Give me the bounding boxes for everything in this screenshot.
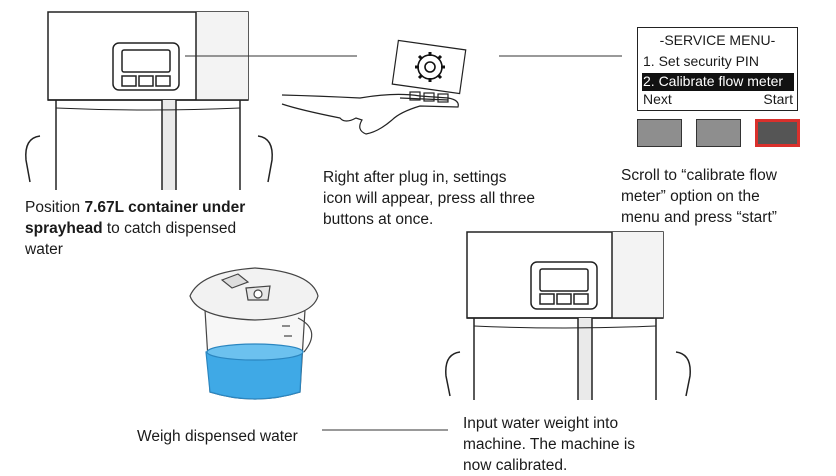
step2-line1: Right after plug in, settings: [323, 169, 507, 186]
menu-start-label: Start: [763, 91, 793, 107]
service-menu-screen: -SERVICE MENU- 1. Set security PIN 2. Ca…: [637, 27, 798, 111]
step3-caption: Scroll to “calibrate flow meter” option …: [621, 165, 821, 228]
step3-line3: menu and press “start”: [621, 209, 777, 226]
dispenser-machine-top: [25, 11, 273, 190]
step5-line1: Input water weight into: [463, 415, 619, 432]
service-menu-title: -SERVICE MENU-: [659, 32, 776, 48]
measuring-container: [189, 267, 319, 400]
step5-line2: machine. The machine is: [463, 436, 636, 453]
machine-button-1: [637, 119, 682, 147]
machine-button-2: [696, 119, 741, 147]
machine-start-button: [755, 119, 800, 147]
step3-line2: meter” option on the: [621, 188, 760, 205]
menu-item-calibrate-label: 2. Calibrate flow meter: [643, 73, 784, 89]
step4-text: Weigh dispensed water: [137, 428, 298, 445]
step4-caption: Weigh dispensed water: [137, 426, 327, 447]
menu-item-calibrate-selected: 2. Calibrate flow meter: [642, 73, 794, 91]
step1-bold-sprayhead: sprayhead: [25, 220, 103, 237]
dispenser-machine-bottom: [445, 231, 691, 400]
step1-suffix: to catch dispensed: [102, 220, 237, 237]
step1-prefix: Position: [25, 199, 85, 216]
settings-gear-icon: [415, 52, 445, 82]
step1-line3: water: [25, 241, 63, 258]
pointing-hand-icon: [281, 39, 467, 135]
menu-next-label: Next: [643, 91, 672, 107]
step3-line1: Scroll to “calibrate flow: [621, 167, 777, 184]
menu-item-set-pin: 1. Set security PIN: [643, 53, 759, 69]
step2-line3: buttons at once.: [323, 211, 434, 228]
step2-line2: icon will appear, press all three: [323, 190, 535, 207]
step5-caption: Input water weight into machine. The mac…: [463, 413, 683, 476]
step1-caption: Position 7.67L container under sprayhead…: [25, 197, 285, 260]
step1-bold-container: 7.67L container under: [84, 199, 246, 216]
step2-caption: Right after plug in, settings icon will …: [323, 167, 573, 230]
step5-line3: now calibrated.: [463, 457, 568, 474]
